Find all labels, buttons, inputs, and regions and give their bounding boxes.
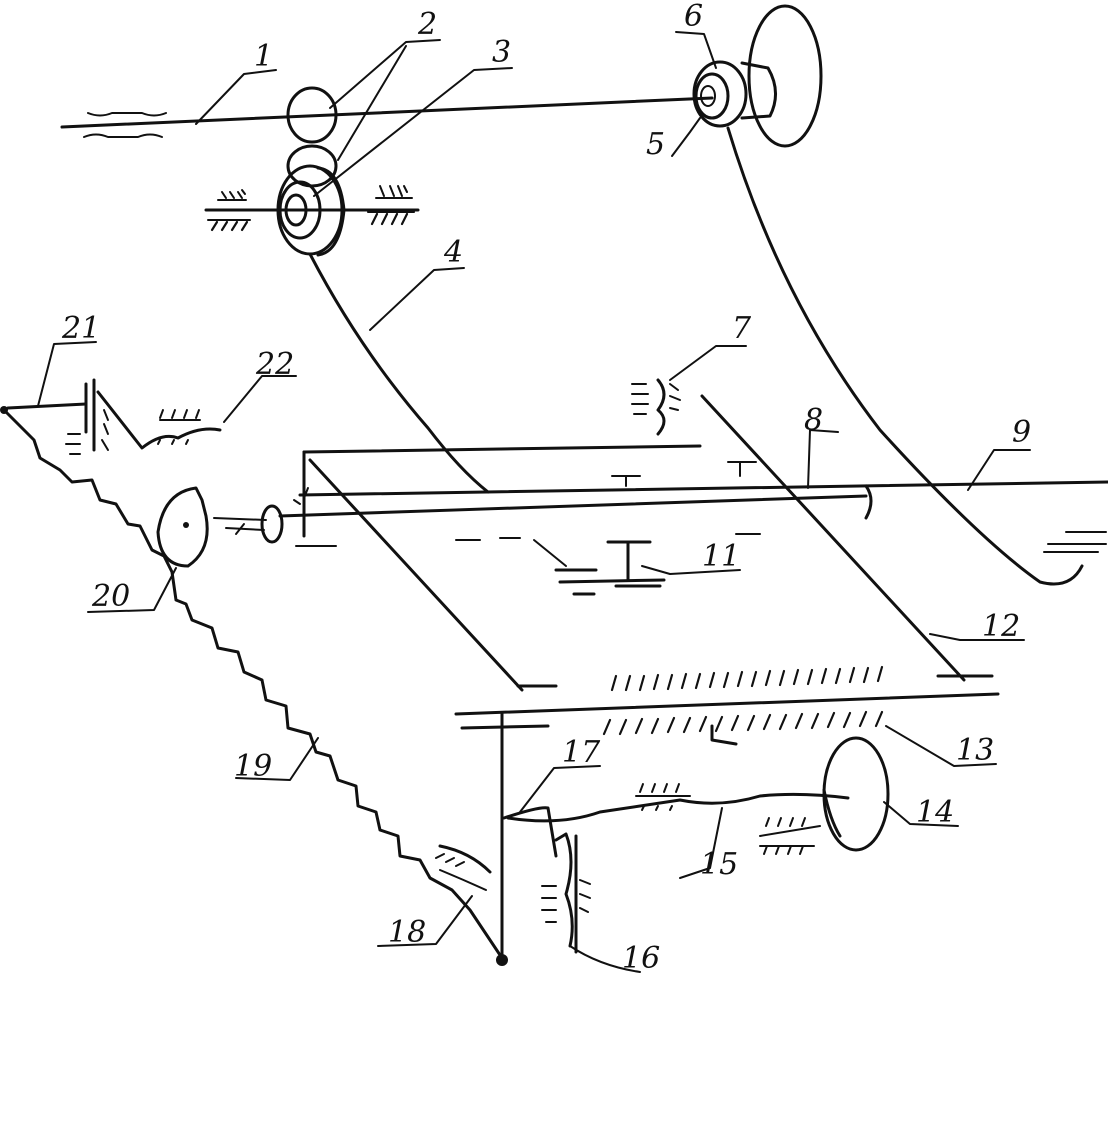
pulley-14 <box>822 736 890 852</box>
label-14: 14 <box>916 795 954 830</box>
label-17: 17 <box>562 735 601 770</box>
cable-from-reel <box>726 126 1084 586</box>
zigzag-spring <box>4 410 504 960</box>
label-20: 20 <box>91 579 130 614</box>
label-7: 7 <box>732 311 752 346</box>
label-12: 12 <box>982 609 1020 644</box>
label-11: 11 <box>702 539 740 574</box>
label-1: 1 <box>254 39 273 74</box>
label-21: 21 <box>61 311 100 346</box>
drum-support-left <box>207 189 251 232</box>
contact-7 <box>631 378 681 436</box>
reel <box>692 4 823 148</box>
label-13: 13 <box>956 733 994 768</box>
rod <box>260 461 873 547</box>
carriage-frame <box>302 394 994 692</box>
label-19: 19 <box>234 749 272 784</box>
label-3: 3 <box>492 35 511 70</box>
label-6: 6 <box>684 0 703 34</box>
main-line <box>298 480 1108 497</box>
label-18: 18 <box>388 915 426 950</box>
label-2: 2 <box>417 7 437 42</box>
linkage-15-17 <box>502 783 850 879</box>
drum <box>204 164 420 257</box>
leader-lines <box>37 31 1031 947</box>
pivot-point <box>496 954 508 966</box>
drum-support-right <box>367 185 415 226</box>
label-4: 4 <box>443 235 463 270</box>
label-8: 8 <box>804 403 823 438</box>
right-bearing <box>1043 531 1107 553</box>
label-9: 9 <box>1012 415 1031 450</box>
label-16: 16 <box>622 941 660 976</box>
contact-18 <box>435 844 492 891</box>
support-11 <box>533 539 666 596</box>
callout-labels: 1 2 3 4 5 6 7 8 9 11 12 13 14 15 16 17 1… <box>61 0 1031 976</box>
label-15: 15 <box>700 847 738 882</box>
rail-13 <box>454 665 1000 746</box>
cable-from-drum <box>308 252 490 494</box>
circuit-21-22 <box>0 378 222 455</box>
top-shaft <box>60 96 714 138</box>
label-5: 5 <box>646 127 665 162</box>
label-22: 22 <box>255 347 294 382</box>
coupling-20 <box>156 486 267 568</box>
contact-16 <box>541 832 641 973</box>
